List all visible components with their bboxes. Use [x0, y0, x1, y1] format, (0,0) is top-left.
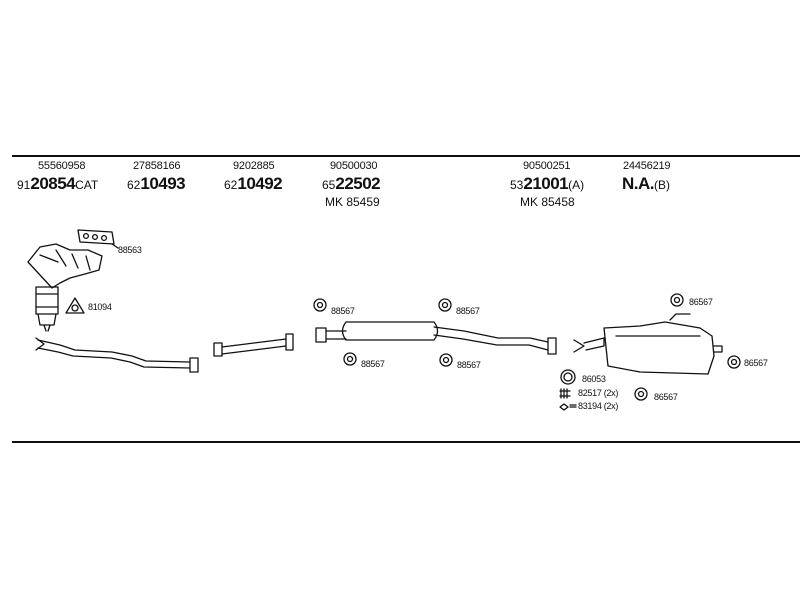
callout-mount-5: 86567: [689, 297, 713, 307]
intermediate-pipe: [213, 333, 294, 357]
rubber-hanger-4: [439, 353, 453, 367]
manifold-gasket: [77, 229, 119, 249]
code-2: 6210493: [127, 174, 186, 193]
callout-ring: 86053: [582, 374, 606, 384]
code-4: 6522502: [322, 174, 381, 193]
mk-code-5: MK 85458: [520, 195, 575, 209]
rear-silencer: [573, 313, 723, 375]
code-main: 10492: [237, 174, 283, 193]
code-main: 20854: [30, 174, 76, 193]
callout-mount-2: 88567: [456, 306, 480, 316]
code-prefix: 65: [322, 178, 336, 192]
code-suffix: CAT: [75, 178, 99, 192]
code-prefix: 91: [17, 178, 31, 192]
part-number-1: 55560958: [38, 160, 86, 172]
code-3: 6210492: [224, 174, 283, 193]
part-number-2: 27858166: [133, 160, 181, 172]
sealing-ring: [560, 369, 576, 385]
callout-mount-6: 86567: [744, 358, 768, 368]
callout-clamp: 81094: [88, 302, 112, 312]
rubber-hanger-6: [727, 355, 741, 369]
code-1: 9120854CAT: [17, 174, 99, 193]
callout-mount-1: 88567: [331, 306, 355, 316]
bottom-rule: [12, 441, 800, 443]
part-number-4: 90500030: [330, 160, 378, 172]
rubber-hanger-3: [343, 352, 357, 366]
bolt-symbols: [559, 388, 571, 399]
front-pipe: [35, 337, 199, 373]
centre-silencer: [315, 321, 557, 355]
code-suffix: (B): [654, 178, 670, 192]
callout-mount-4: 88567: [457, 360, 481, 370]
callout-nut: 83194 (2x): [578, 401, 619, 411]
rubber-hanger-1: [313, 298, 327, 312]
top-rule: [12, 155, 800, 157]
front-clamp: [65, 297, 85, 314]
code-main: 10493: [140, 174, 186, 193]
part-number-3: 9202885: [233, 160, 275, 172]
rubber-hanger-5: [670, 293, 684, 307]
code-prefix: 62: [224, 178, 238, 192]
code-prefix: 62: [127, 178, 141, 192]
part-number-6: 24456219: [623, 160, 671, 172]
code-5: 5321001(A): [510, 174, 585, 193]
callout-bolt: 82517 (2x): [578, 388, 619, 398]
callout-mount-3: 88567: [361, 359, 385, 369]
part-number-5: 90500251: [523, 160, 571, 172]
callout-mount-7: 86567: [654, 392, 678, 402]
code-main: 21001: [523, 174, 569, 193]
mk-code-4: MK 85459: [325, 195, 380, 209]
code-prefix: 53: [510, 178, 524, 192]
code-suffix: (A): [568, 178, 585, 192]
leader-lines: [569, 404, 577, 408]
code-main: N.A.: [622, 174, 655, 193]
nut-symbol: [559, 403, 569, 411]
exhaust-manifold-with-catalyst: [27, 243, 103, 332]
callout-gasket: 88563: [118, 245, 142, 255]
rubber-hanger-2: [438, 298, 452, 312]
code-6: N.A.(B): [622, 174, 670, 193]
code-main: 22502: [335, 174, 381, 193]
rubber-hanger-7: [634, 387, 648, 401]
